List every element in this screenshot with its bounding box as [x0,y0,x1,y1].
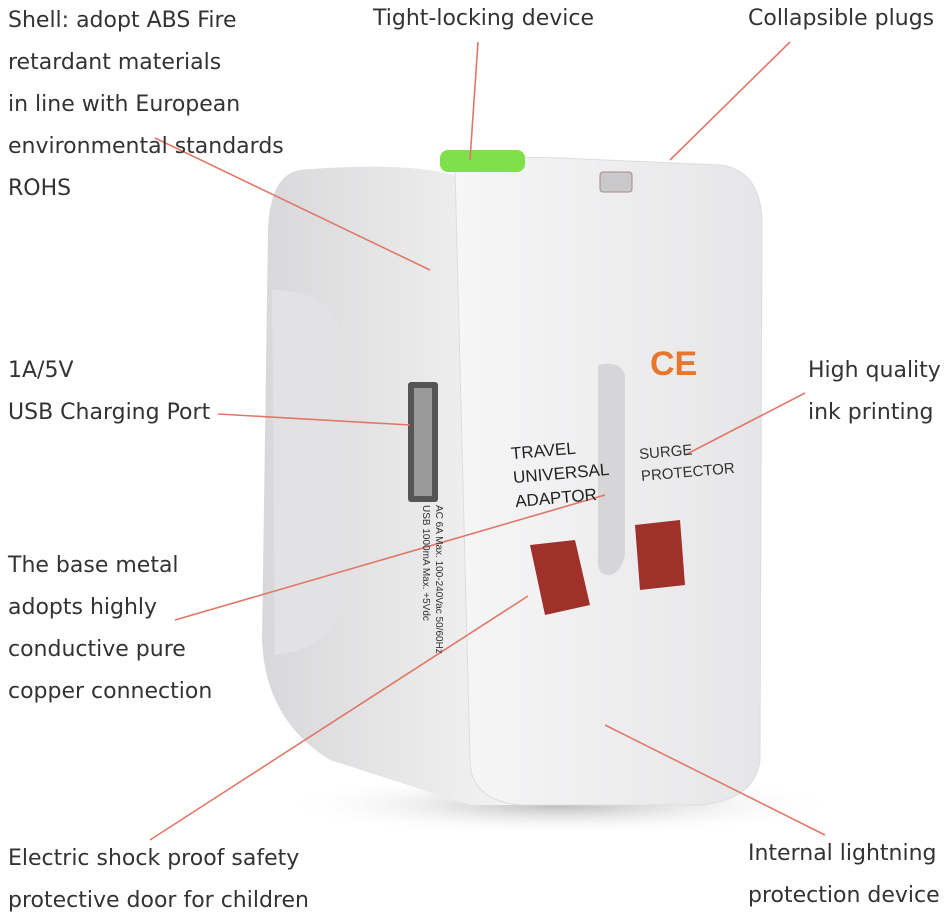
usb-port-inner [414,388,432,496]
ce-mark: CE [650,345,698,383]
rating-line: USB 1000mA Max. +5Vdc [420,505,431,621]
label-shock: Electric shock proof safety protective d… [8,838,309,922]
plug-slot [599,171,633,193]
rating-line: AC 6A Max. 100-240Vac 50/60Hz [433,505,444,654]
leader-line-shell [154,137,431,271]
center-slot [597,363,625,575]
label-usb: 1A/5V USB Charging Port [8,350,210,434]
label-line: High quality [808,358,941,383]
leader-line-base-metal [174,494,606,621]
label-lightning: Internal lightning protection device [748,833,940,917]
product-name-text: TRAVEL UNIVERSAL ADAPTOR [510,434,612,514]
label-line: adopts highly [8,595,158,620]
label-line: ink printing [808,400,934,425]
label-line: protection device [748,883,940,908]
tight-locking-button [440,150,525,172]
label-line: copper connection [8,679,213,704]
label-line: ROHS [8,176,72,201]
label-base-metal: The base metal adopts highly conductive … [8,545,212,713]
leader-line-lightning [604,724,826,836]
label-line: Electric shock proof safety [8,846,300,871]
surge-protector-text: SURGE PROTECTOR [638,436,735,488]
leader-line-tight-locking [469,41,479,161]
leader-lines [149,41,826,841]
socket-left [530,540,590,615]
label-line: retardant materials [8,50,222,75]
label-line: 1A/5V [8,358,74,383]
leader-line-collapsible [669,41,791,161]
label-line: The base metal [8,553,179,578]
label-line: in line with European [8,92,241,117]
label-line: Shell: adopt ABS Fire [8,8,237,33]
label-line: protective door for children [8,888,309,913]
label-line: environmental standards [8,134,284,159]
label-line: Internal lightning [748,841,937,866]
rating-text: AC 6A Max. 100-240Vac 50/60Hz USB 1000mA… [419,505,445,654]
leader-line-usb [217,413,411,426]
label-tight-locking: Tight-locking device [373,6,595,31]
label-shell: Shell: adopt ABS Fire retardant material… [8,0,284,210]
label-line: conductive pure [8,637,186,662]
label-collapsible: Collapsible plugs [748,6,935,31]
label-line: USB Charging Port [8,400,211,425]
leader-line-shock [149,595,529,841]
leader-line-ink [684,392,806,456]
side-grip [272,290,345,655]
label-ink: High quality ink printing [808,350,941,434]
socket-right [635,520,685,590]
